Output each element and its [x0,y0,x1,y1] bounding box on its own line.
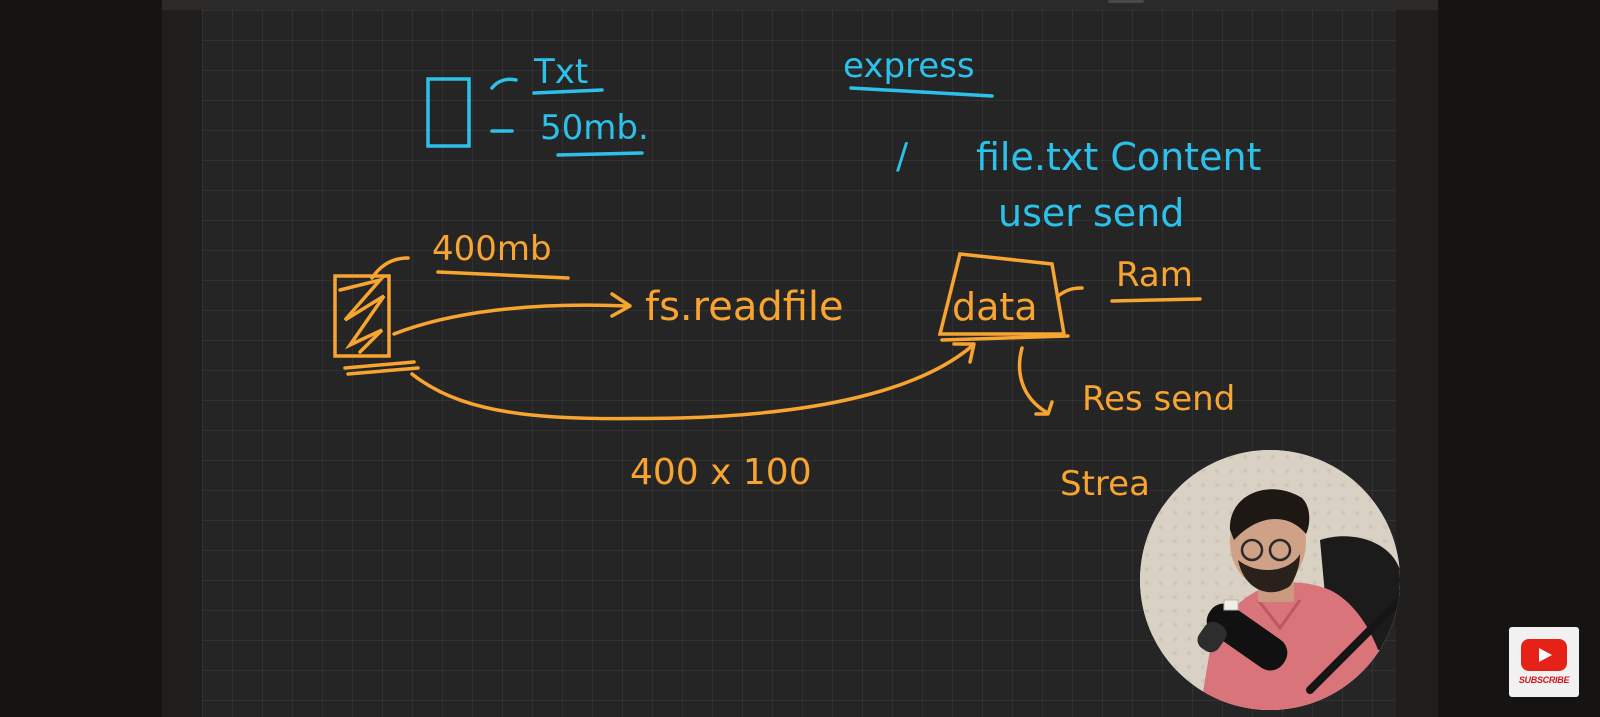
stream-label: Strea [1060,464,1150,504]
file-content-line: file.txt Content [976,135,1261,179]
data-box [937,252,1084,342]
txt-label: Txt [533,52,588,92]
user-send-line: user send [998,191,1184,235]
size-underline [436,270,570,280]
response-arrow [1017,346,1054,416]
res-send-label: Res send [1082,379,1235,419]
express-heading: express [843,46,975,86]
data-label: data [952,285,1038,329]
fs-readfile-label: fs.readfile [645,284,844,330]
presenter-image [1140,450,1400,710]
top-bar-indicator [1108,0,1144,3]
return-arrow [410,342,976,421]
size-label-50mb: 50mb. [540,108,649,148]
document-icon [426,77,471,148]
doc-connector-lines [490,77,644,157]
ram-underline [1110,297,1202,303]
large-file-icon [333,256,420,376]
subscribe-badge[interactable]: SUBSCRIBE [1509,627,1579,697]
subscribe-label: SUBSCRIBE [1518,675,1570,685]
youtube-play-icon [1521,639,1567,671]
video-top-bar [162,0,1438,10]
file-size-400mb: 400mb [432,229,552,269]
webcam-overlay [1140,450,1400,710]
read-arrow [392,292,632,336]
calc-400x100: 400 x 100 [630,452,812,493]
ram-label: Ram [1116,255,1193,295]
express-underline [849,86,994,98]
bullet-slash: / [896,136,909,177]
